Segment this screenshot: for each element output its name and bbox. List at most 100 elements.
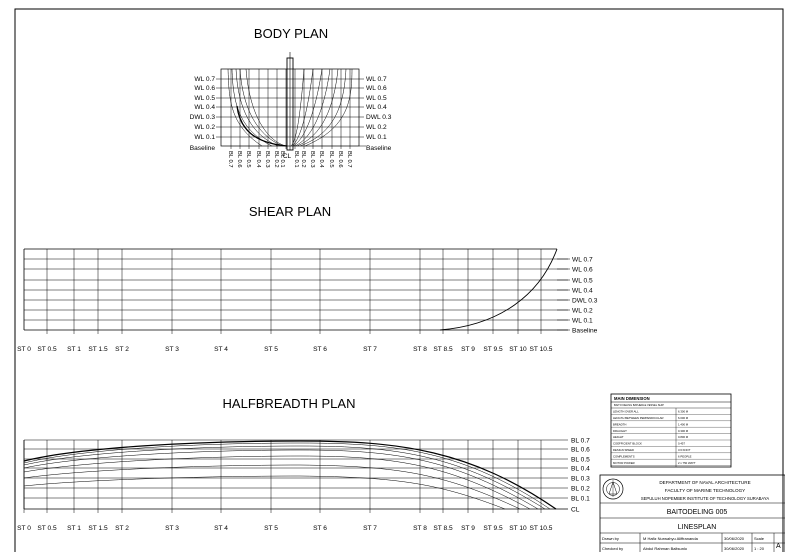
checked-by-name: Abdul Rahman Baltsunlo bbox=[643, 546, 688, 551]
body-plan-buttock-label-left: BL 0.2 bbox=[273, 151, 279, 168]
halfbreadth-plan-waterline-curves bbox=[23, 440, 557, 510]
shear-plan-station-label: ST 5 bbox=[264, 346, 278, 353]
halfbreadth-plan-station-label: ST 9.5 bbox=[483, 525, 503, 532]
halfbreadth-plan-station-label: ST 10 bbox=[509, 525, 527, 532]
halfbreadth-plan-station-label: ST 0.5 bbox=[37, 525, 57, 532]
body-plan-aft-section-curve bbox=[235, 68, 279, 147]
body-plan-fore-section-curve bbox=[294, 68, 331, 147]
main-dimension-row-value: 0.300 M bbox=[678, 429, 689, 433]
shear-plan-station-label: ST 1.5 bbox=[88, 346, 108, 353]
shear-plan-station-label: ST 0 bbox=[17, 346, 31, 353]
shear-plan-station-label: ST 10.5 bbox=[530, 346, 553, 353]
body-plan-aft-section-curve bbox=[245, 68, 287, 147]
main-dimension-row-value: 3.6 KNOT bbox=[678, 448, 691, 452]
body-plan-right-label: Baseline bbox=[366, 145, 392, 152]
body-plan-buttock-label-right: BL 0.6 bbox=[337, 151, 343, 168]
main-dimension-row-label: LENGTH OVER ALL bbox=[613, 410, 639, 414]
drawn-date: 30/06/2020 bbox=[724, 536, 745, 541]
halfbreadth-plan-station-label: ST 1 bbox=[67, 525, 81, 532]
body-plan-left-label: DWL 0.3 bbox=[190, 114, 216, 121]
halfbreadth-plan-buttock-label: BL 0.5 bbox=[571, 457, 590, 464]
body-plan-left-label: WL 0.7 bbox=[194, 76, 215, 83]
shear-plan-waterline-label: WL 0.5 bbox=[572, 278, 593, 285]
shear-plan-station-label: ST 3 bbox=[165, 346, 179, 353]
institution-line-2: FACULTY OF MARINE TECHNOLOGY bbox=[665, 488, 745, 493]
shear-plan-waterline-label: WL 0.2 bbox=[572, 308, 593, 315]
body-plan-buttock-label-left: BL 0.1 bbox=[279, 151, 285, 168]
halfbreadth-plan-buttock-label: BL 0.6 bbox=[571, 447, 590, 454]
shear-plan-waterline-label: WL 0.6 bbox=[572, 267, 593, 274]
body-plan-right-label: WL 0.1 bbox=[366, 134, 387, 141]
body-plan-fore-section-curve bbox=[304, 68, 353, 147]
halfbreadth-plan-waterline-curve bbox=[23, 449, 539, 510]
checked-by-label: Checked by bbox=[602, 546, 623, 551]
halfbreadth-plan-station-label: ST 0 bbox=[17, 525, 31, 532]
shear-plan-title: SHEAR PLAN bbox=[249, 204, 331, 219]
shear-plan-waterline-label: Baseline bbox=[572, 328, 598, 335]
main-dimension-row-label: HEIGHT bbox=[613, 435, 624, 439]
halfbreadth-plan-station-label: ST 8 bbox=[413, 525, 427, 532]
institution-line-1: DEPARTMENT OF NAVAL ARCHITECTURE bbox=[659, 480, 750, 485]
halfbreadth-plan-buttock-label: BL 0.7 bbox=[571, 438, 590, 445]
body-plan-buttock-label-right: BL 0.5 bbox=[328, 151, 334, 168]
shear-plan-station-label: ST 9.5 bbox=[483, 346, 503, 353]
institution-line-3: SEPULUH NOPEMBER INSTITUTE OF TECHNOLOGY… bbox=[641, 496, 770, 501]
shear-plan-station-label: ST 10 bbox=[509, 346, 527, 353]
halfbreadth-plan-station-label: ST 2 bbox=[115, 525, 129, 532]
main-dimension-row-value: 6.000 M bbox=[678, 416, 689, 420]
halfbreadth-plan-waterline-curve bbox=[23, 442, 551, 510]
main-dimension-table: MAIN DIMENSION BAITO DELING BATHEDLE VES… bbox=[610, 393, 732, 468]
halfbreadth-plan-buttock-label: BL 0.4 bbox=[571, 466, 590, 473]
main-dimension-row-label: COMPLEMENTS bbox=[613, 454, 635, 458]
title-block: DEPARTMENT OF NAVAL ARCHITECTURE FACULTY… bbox=[599, 474, 785, 552]
shear-plan-station-label: ST 4 bbox=[214, 346, 228, 353]
halfbreadth-plan-waterline-curve bbox=[23, 445, 546, 510]
halfbreadth-plan-station-label: ST 7 bbox=[363, 525, 377, 532]
halfbreadth-plan-waterline-curve bbox=[23, 440, 557, 510]
body-plan-fore-section-curve bbox=[296, 68, 339, 147]
body-plan-fore-section-curve bbox=[292, 68, 323, 147]
halfbreadth-plan-station-label: ST 6 bbox=[313, 525, 327, 532]
sheet-size: A bbox=[776, 543, 781, 550]
main-dimension-subtitle: BAITO DELING BATHEDLE VESSEL SHIP bbox=[614, 403, 664, 407]
body-plan-left-label: WL 0.4 bbox=[194, 104, 215, 111]
shear-plan-station-label: ST 8 bbox=[413, 346, 427, 353]
halfbreadth-plan-station-label: ST 4 bbox=[214, 525, 228, 532]
shear-plan-station-label: ST 0.5 bbox=[37, 346, 57, 353]
body-plan-right-label: WL 0.6 bbox=[366, 85, 387, 92]
halfbreadth-plan-station-label: ST 9 bbox=[461, 525, 475, 532]
body-plan-buttock-label-right: BL 0.7 bbox=[346, 151, 352, 168]
body-plan-fore-section-curve bbox=[299, 68, 347, 147]
body-plan-grid bbox=[216, 52, 364, 151]
main-dimension-row-label: COEFFICIENT BLOCK bbox=[613, 442, 642, 446]
body-plan-buttock-label-left: BL 0.6 bbox=[236, 151, 242, 168]
body-plan-right-label: WL 0.5 bbox=[366, 95, 387, 102]
body-plan-fore-section-curve bbox=[291, 68, 314, 147]
shear-plan-station-label: ST 9 bbox=[461, 346, 475, 353]
drawn-by-name: M Hafiz Nurwahyu Aliffrananda bbox=[643, 536, 699, 541]
body-plan-right-label: DWL 0.3 bbox=[366, 114, 392, 121]
main-dimension-row-label: MOTOR POWER bbox=[613, 461, 635, 465]
body-plan-buttock-label-right: BL 0.1 bbox=[293, 151, 299, 168]
halfbreadth-plan-station-label: ST 3 bbox=[165, 525, 179, 532]
its-logo-icon bbox=[602, 478, 624, 500]
body-plan-buttock-label-left: BL 0.3 bbox=[264, 151, 270, 168]
body-plan-buttock-label-right: BL 0.4 bbox=[318, 151, 324, 168]
body-plan-buttock-label-right: BL 0.2 bbox=[300, 151, 306, 168]
halfbreadth-plan: HALFBREADTH PLAN BL 0.7BL 0.6BL 0.5BL 0.… bbox=[17, 396, 590, 532]
project-name: BAITODELING 005 bbox=[667, 509, 728, 516]
halfbreadth-plan-station-label: ST 8.5 bbox=[433, 525, 453, 532]
shear-plan-station-label: ST 8.5 bbox=[433, 346, 453, 353]
halfbreadth-plan-buttock-labels: BL 0.7BL 0.6BL 0.5BL 0.4BL 0.3BL 0.2BL 0… bbox=[571, 438, 590, 514]
shear-plan-waterline-label: WL 0.1 bbox=[572, 318, 593, 325]
body-plan-fore-section-curve bbox=[290, 68, 305, 147]
shear-plan-waterline-label: WL 0.4 bbox=[572, 288, 593, 295]
main-dimension-row-value: 0.800 M bbox=[678, 435, 689, 439]
body-plan-left-label: Baseline bbox=[190, 145, 216, 152]
